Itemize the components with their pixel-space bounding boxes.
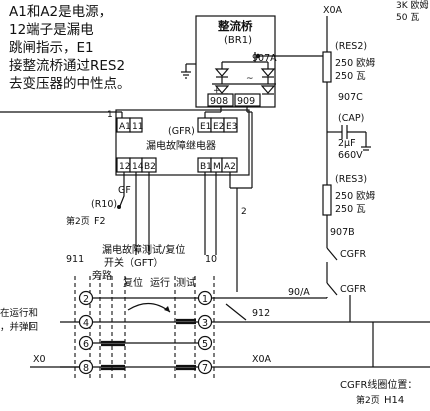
- switch-pin-1: [197, 290, 213, 306]
- pin-908: 908: [210, 96, 228, 107]
- wire-912: 912: [252, 308, 270, 319]
- gf-ref: (R10): [91, 199, 117, 210]
- cgfr-1: CGFR: [340, 249, 366, 260]
- terminal-e3: E3: [226, 122, 237, 132]
- wire-2-label: 2: [241, 207, 247, 217]
- cap-volt: 660V: [338, 150, 363, 161]
- cap-value: 2μF: [338, 138, 356, 149]
- relay-name: 漏电故障继电器: [146, 139, 216, 152]
- rectifier-outline: [195, 15, 276, 108]
- switch-title-2: 开关（GFT）: [104, 256, 163, 269]
- res2-power: 250 瓦: [335, 71, 366, 82]
- switch-test: 测试: [176, 276, 196, 289]
- left-note-1: 在运行和: [0, 307, 38, 319]
- switch-title-1: 漏电故障测试/复位: [102, 243, 185, 256]
- top-res-power: 50 瓦: [396, 12, 419, 23]
- terminal-12: 12: [119, 162, 130, 172]
- diode-icon: [214, 85, 230, 94]
- terminal-b1: B1: [200, 162, 212, 172]
- gf-page: 第2页: [66, 215, 90, 227]
- note-line-3: 跳闸指示，E1: [9, 40, 94, 56]
- switch-pin-3: [197, 314, 213, 330]
- terminal-a1: A1: [119, 122, 131, 132]
- left-note-2: ，并弹回: [0, 321, 38, 333]
- cgfr-2: CGFR: [340, 284, 366, 295]
- wire-90a: 90/A: [288, 287, 310, 298]
- leakage-relay: A1 11 E1 E2 E3 (GFR) 漏电故障继电器 12 14 B2 B1…: [107, 109, 250, 217]
- x0a-label: X0A: [252, 354, 272, 365]
- switch-reset: 复位: [123, 276, 143, 289]
- pin-909: 909: [237, 96, 255, 107]
- terminal-a2: A2: [224, 162, 236, 172]
- terminal-14: 14: [132, 162, 144, 172]
- svg-text:8: 8: [83, 363, 89, 374]
- svg-text:6: 6: [83, 339, 89, 350]
- pin-907a: 907A: [252, 53, 277, 64]
- wire-1-label: 1: [107, 110, 113, 120]
- res2-value: 250 欧姆: [335, 57, 376, 69]
- diode-icon: [260, 85, 276, 94]
- switch-pin-8: [78, 359, 94, 375]
- switch-pin-6: [78, 335, 94, 351]
- footer-loc: H14: [384, 395, 404, 406]
- svg-text:4: 4: [83, 318, 89, 329]
- rectifier-bridge: 整流桥 (BR1) + ~ 908 909 907A: [195, 15, 327, 108]
- resistor-icon: [322, 184, 332, 216]
- switch-bypass: 旁路: [92, 269, 112, 282]
- ground-icon: [181, 63, 196, 79]
- cgfr-contact-2: [326, 282, 338, 296]
- resistor-icon: [322, 51, 332, 83]
- switch-pin-2: [78, 290, 94, 306]
- terminal-e2: E2: [213, 122, 224, 132]
- note-line-1: A1和A2是电源，: [9, 4, 113, 20]
- relay-code: (GFR): [168, 126, 195, 137]
- terminal-11: 11: [132, 122, 143, 132]
- terminal-m: M: [213, 162, 221, 172]
- diode-icon: [260, 68, 276, 77]
- svg-text:+: +: [213, 86, 221, 96]
- svg-text:7: 7: [202, 363, 208, 374]
- footer-title: CGFR线圈位置：: [340, 378, 417, 391]
- top-res-value: 3K 欧姆: [396, 0, 429, 11]
- switch-pin-5: [197, 335, 213, 351]
- x0-label: X0: [33, 354, 46, 365]
- gf-indicator: GF (R10) 第2页 F2: [66, 172, 131, 227]
- gf-loc: F2: [94, 216, 106, 227]
- svg-text:2: 2: [83, 294, 89, 305]
- footer-page: 第2页: [356, 394, 380, 406]
- relay-outline: [115, 109, 250, 176]
- note-line-5: 去变压器的中性点。: [9, 76, 131, 92]
- diode-icon: [214, 68, 230, 77]
- switch-pin-7: [197, 359, 213, 375]
- svg-text:1: 1: [202, 294, 208, 305]
- cgfr-contact-1: [326, 247, 338, 261]
- res2-code: (RES2): [335, 41, 367, 52]
- wire-907c: 907C: [338, 92, 363, 103]
- svg-text:5: 5: [202, 339, 208, 350]
- switch-run: 运行: [150, 276, 170, 289]
- wire-907b: 907B: [330, 227, 355, 238]
- res3-power: 250 瓦: [335, 204, 366, 215]
- terminal-e1: E1: [200, 122, 211, 132]
- note-line-4: 接整流桥通过RES2: [9, 58, 126, 74]
- rectifier-code: (BR1): [224, 35, 252, 46]
- cap-code: (CAP): [338, 113, 364, 124]
- note-line-2: 12端子是漏电: [9, 22, 94, 38]
- svg-text:3: 3: [202, 318, 208, 329]
- description-note: A1和A2是电源， 12端子是漏电 跳闸指示，E1 接整流桥通过RES2 去变压…: [9, 3, 169, 93]
- gft-switch: 911 10 漏电故障测试/复位 开关（GFT） 旁路 复位 运行 测试 2 4…: [66, 243, 247, 378]
- terminal-b2: B2: [144, 162, 156, 172]
- wire-10: 10: [205, 254, 217, 265]
- res3-code: (RES3): [335, 174, 367, 185]
- res3-value: 250 欧姆: [335, 190, 376, 202]
- svg-text:~: ~: [246, 74, 254, 84]
- switch-pin-4: [78, 314, 94, 330]
- rectifier-title: 整流桥: [217, 19, 253, 33]
- wire-911: 911: [66, 254, 84, 265]
- x0a-top: X0A: [323, 5, 343, 16]
- resistor-branch: X0A (RES2) 250 欧姆 250 瓦 907C (CAP) 2μF 6…: [322, 5, 376, 298]
